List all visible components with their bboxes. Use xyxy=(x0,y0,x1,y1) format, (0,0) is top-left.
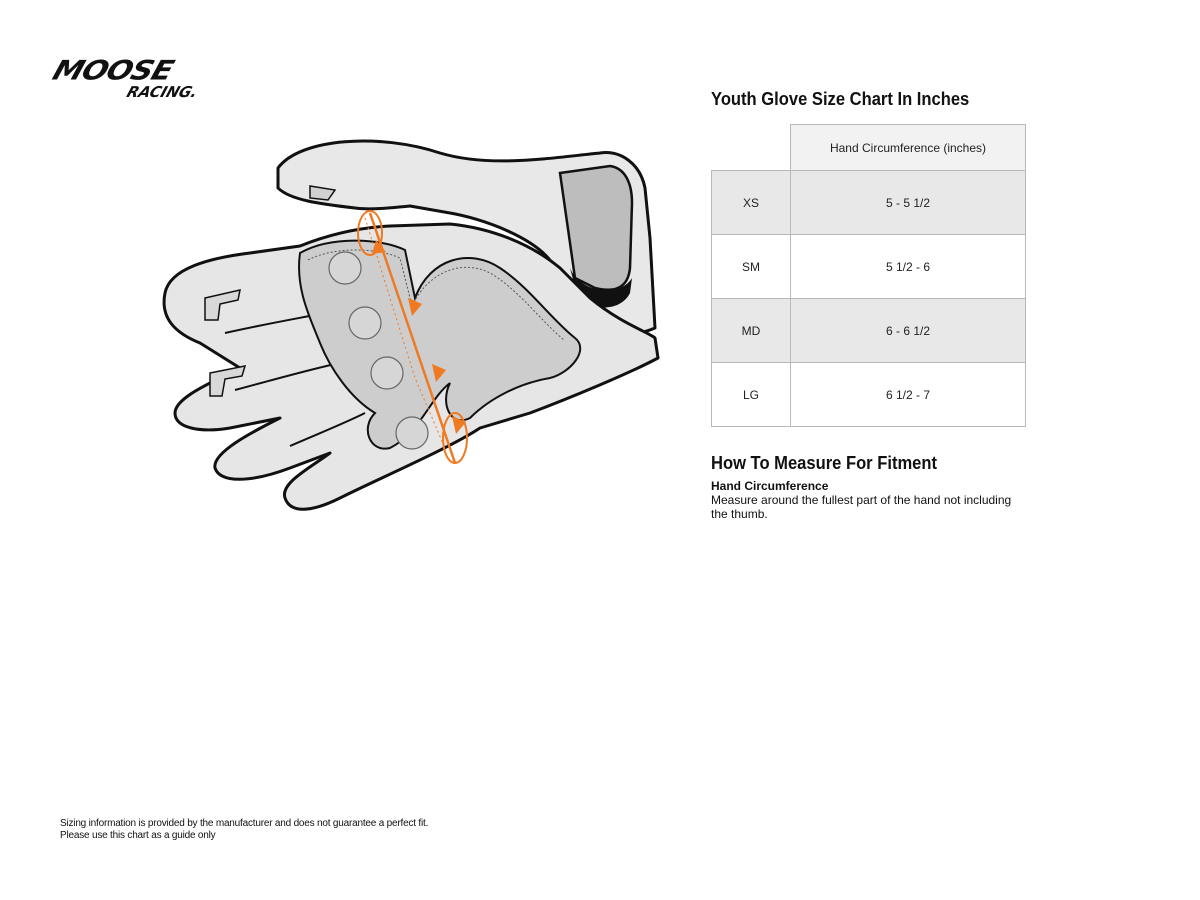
size-table: Hand Circumference (inches) XS 5 - 5 1/2… xyxy=(711,124,1026,427)
column-header-hand-circumference: Hand Circumference (inches) xyxy=(790,124,1026,171)
logo-wordmark: MOOSE xyxy=(48,55,177,87)
measure-section-title: How To Measure For Fitment xyxy=(711,453,938,473)
glove-wrist-strap xyxy=(558,164,634,292)
measure-arrow-line xyxy=(368,212,457,464)
disclaimer-footnote: Sizing information is provided by the ma… xyxy=(60,818,428,842)
size-chart-title: Youth Glove Size Chart In Inches xyxy=(711,89,970,109)
size-value: 5 1/2 - 6 xyxy=(790,234,1026,299)
moose-racing-logo: MOOSE RACING. xyxy=(49,55,248,104)
size-label: SM xyxy=(711,234,791,299)
table-header-row: Hand Circumference (inches) xyxy=(711,124,1026,171)
size-label: LG xyxy=(711,362,791,427)
measure-arrow-head xyxy=(432,364,446,382)
size-value: 5 - 5 1/2 xyxy=(790,170,1026,235)
size-value: 6 - 6 1/2 xyxy=(790,298,1026,363)
table-row: LG 6 1/2 - 7 xyxy=(711,362,1026,427)
disclaimer-line-1: Sizing information is provided by the ma… xyxy=(60,818,429,829)
size-label: XS xyxy=(711,170,791,235)
table-row: MD 6 - 6 1/2 xyxy=(711,298,1026,363)
logo-subwordmark: RACING. xyxy=(124,83,201,101)
measure-arrow-head xyxy=(372,240,386,254)
size-value: 6 1/2 - 7 xyxy=(790,362,1026,427)
table-row: SM 5 1/2 - 6 xyxy=(711,234,1026,299)
measure-arrow-head xyxy=(452,416,466,434)
disclaimer-line-2: Please use this chart as a guide only xyxy=(60,830,216,841)
measure-arrow-head xyxy=(408,298,422,316)
size-label: MD xyxy=(711,298,791,363)
table-corner-cell xyxy=(711,124,791,171)
table-row: XS 5 - 5 1/2 xyxy=(711,170,1026,235)
measure-subtitle: Hand Circumference xyxy=(711,479,829,493)
measure-description: Measure around the fullest part of the h… xyxy=(711,493,1012,521)
measure-ellipse-top xyxy=(357,210,383,256)
glove-palm-pad xyxy=(298,239,582,450)
glove-illustration xyxy=(162,139,660,511)
